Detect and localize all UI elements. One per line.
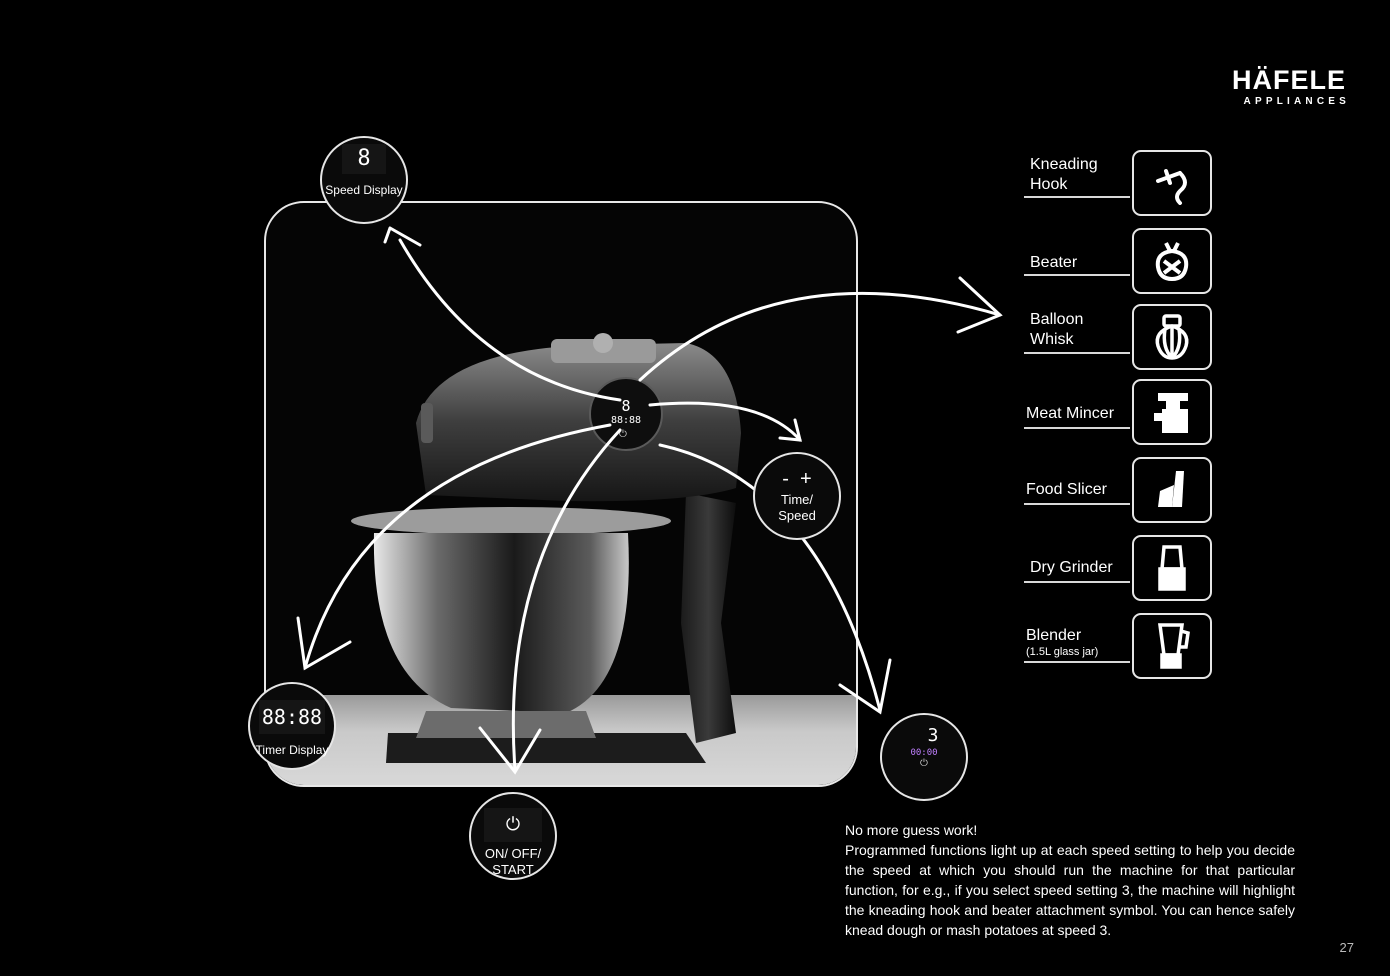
brand-logo: HÄFELE APPLIANCES	[1232, 66, 1346, 107]
time-speed-label: Time/ Speed	[778, 492, 816, 523]
dry-grinder-icon	[1132, 535, 1212, 601]
attachment-blender: Blender (1.5L glass jar)	[1024, 613, 1214, 679]
on-off-start-callout: ⏻ ON/ OFF/ START	[469, 792, 557, 880]
meat-mincer-icon	[1132, 379, 1212, 445]
page-number: 27	[1339, 940, 1354, 955]
beater-icon	[1132, 228, 1212, 294]
description-heading: No more guess work!	[845, 822, 978, 838]
attachment-label: Food Slicer	[1026, 481, 1107, 498]
blender-icon	[1132, 613, 1212, 679]
zoom-timer-readout: 00:00	[910, 748, 938, 758]
panel-timer-readout: 88:88	[610, 415, 642, 426]
panel-speed-readout: 8	[621, 397, 631, 415]
brand-sub: APPLIANCES	[1243, 96, 1350, 107]
kneading-hook-icon	[1132, 150, 1212, 216]
attachment-label: Balloon Whisk	[1030, 311, 1084, 348]
control-panel-zoom: 3 00:00 ⏻	[880, 713, 968, 801]
power-icon: ⏻	[484, 808, 542, 842]
speed-display-readout: 8	[342, 144, 386, 174]
attachment-label: Meat Mincer	[1026, 405, 1115, 422]
on-off-start-label: ON/ OFF/ START	[484, 846, 542, 877]
speed-display-callout: 8 Speed Display	[320, 136, 408, 224]
description-body: Programmed functions light up at each sp…	[845, 842, 1295, 938]
product-photo-frame: 8 88:88 ⏻	[264, 201, 858, 787]
speed-display-label: Speed Display	[325, 183, 403, 197]
balloon-whisk-icon	[1132, 304, 1212, 370]
timer-display-readout: 88:88	[259, 700, 325, 734]
attachment-label: Beater	[1030, 254, 1078, 271]
zoom-speed-readout: 3	[927, 725, 939, 746]
feature-description: No more guess work! Programmed functions…	[845, 820, 1295, 940]
timer-display-callout: 88:88 Timer Display	[248, 682, 336, 770]
attachment-label: Kneading Hook	[1030, 156, 1098, 193]
attachment-label: Blender	[1026, 627, 1082, 644]
attachment-kneading-hook: Kneading Hook	[1024, 150, 1214, 216]
attachment-balloon-whisk: Balloon Whisk	[1024, 304, 1214, 370]
attachment-label: Dry Grinder	[1030, 559, 1113, 576]
zoom-power-icon: ⏻	[920, 758, 928, 769]
attachment-dry-grinder: Dry Grinder	[1024, 535, 1214, 601]
food-slicer-icon	[1132, 457, 1212, 523]
panel-power-icon: ⏻	[619, 429, 627, 440]
attachment-sublabel: (1.5L glass jar)	[1026, 646, 1099, 658]
time-speed-symbols: - +	[782, 468, 812, 490]
time-speed-callout: - + Time/ Speed	[753, 452, 841, 540]
timer-display-label: Timer Display	[255, 743, 329, 757]
brand-name: HÄFELE	[1232, 65, 1346, 95]
attachment-meat-mincer: Meat Mincer	[1024, 379, 1214, 445]
stand-mixer-illustration	[351, 333, 741, 763]
attachment-beater: Beater	[1024, 228, 1214, 294]
attachment-food-slicer: Food Slicer	[1024, 457, 1214, 523]
